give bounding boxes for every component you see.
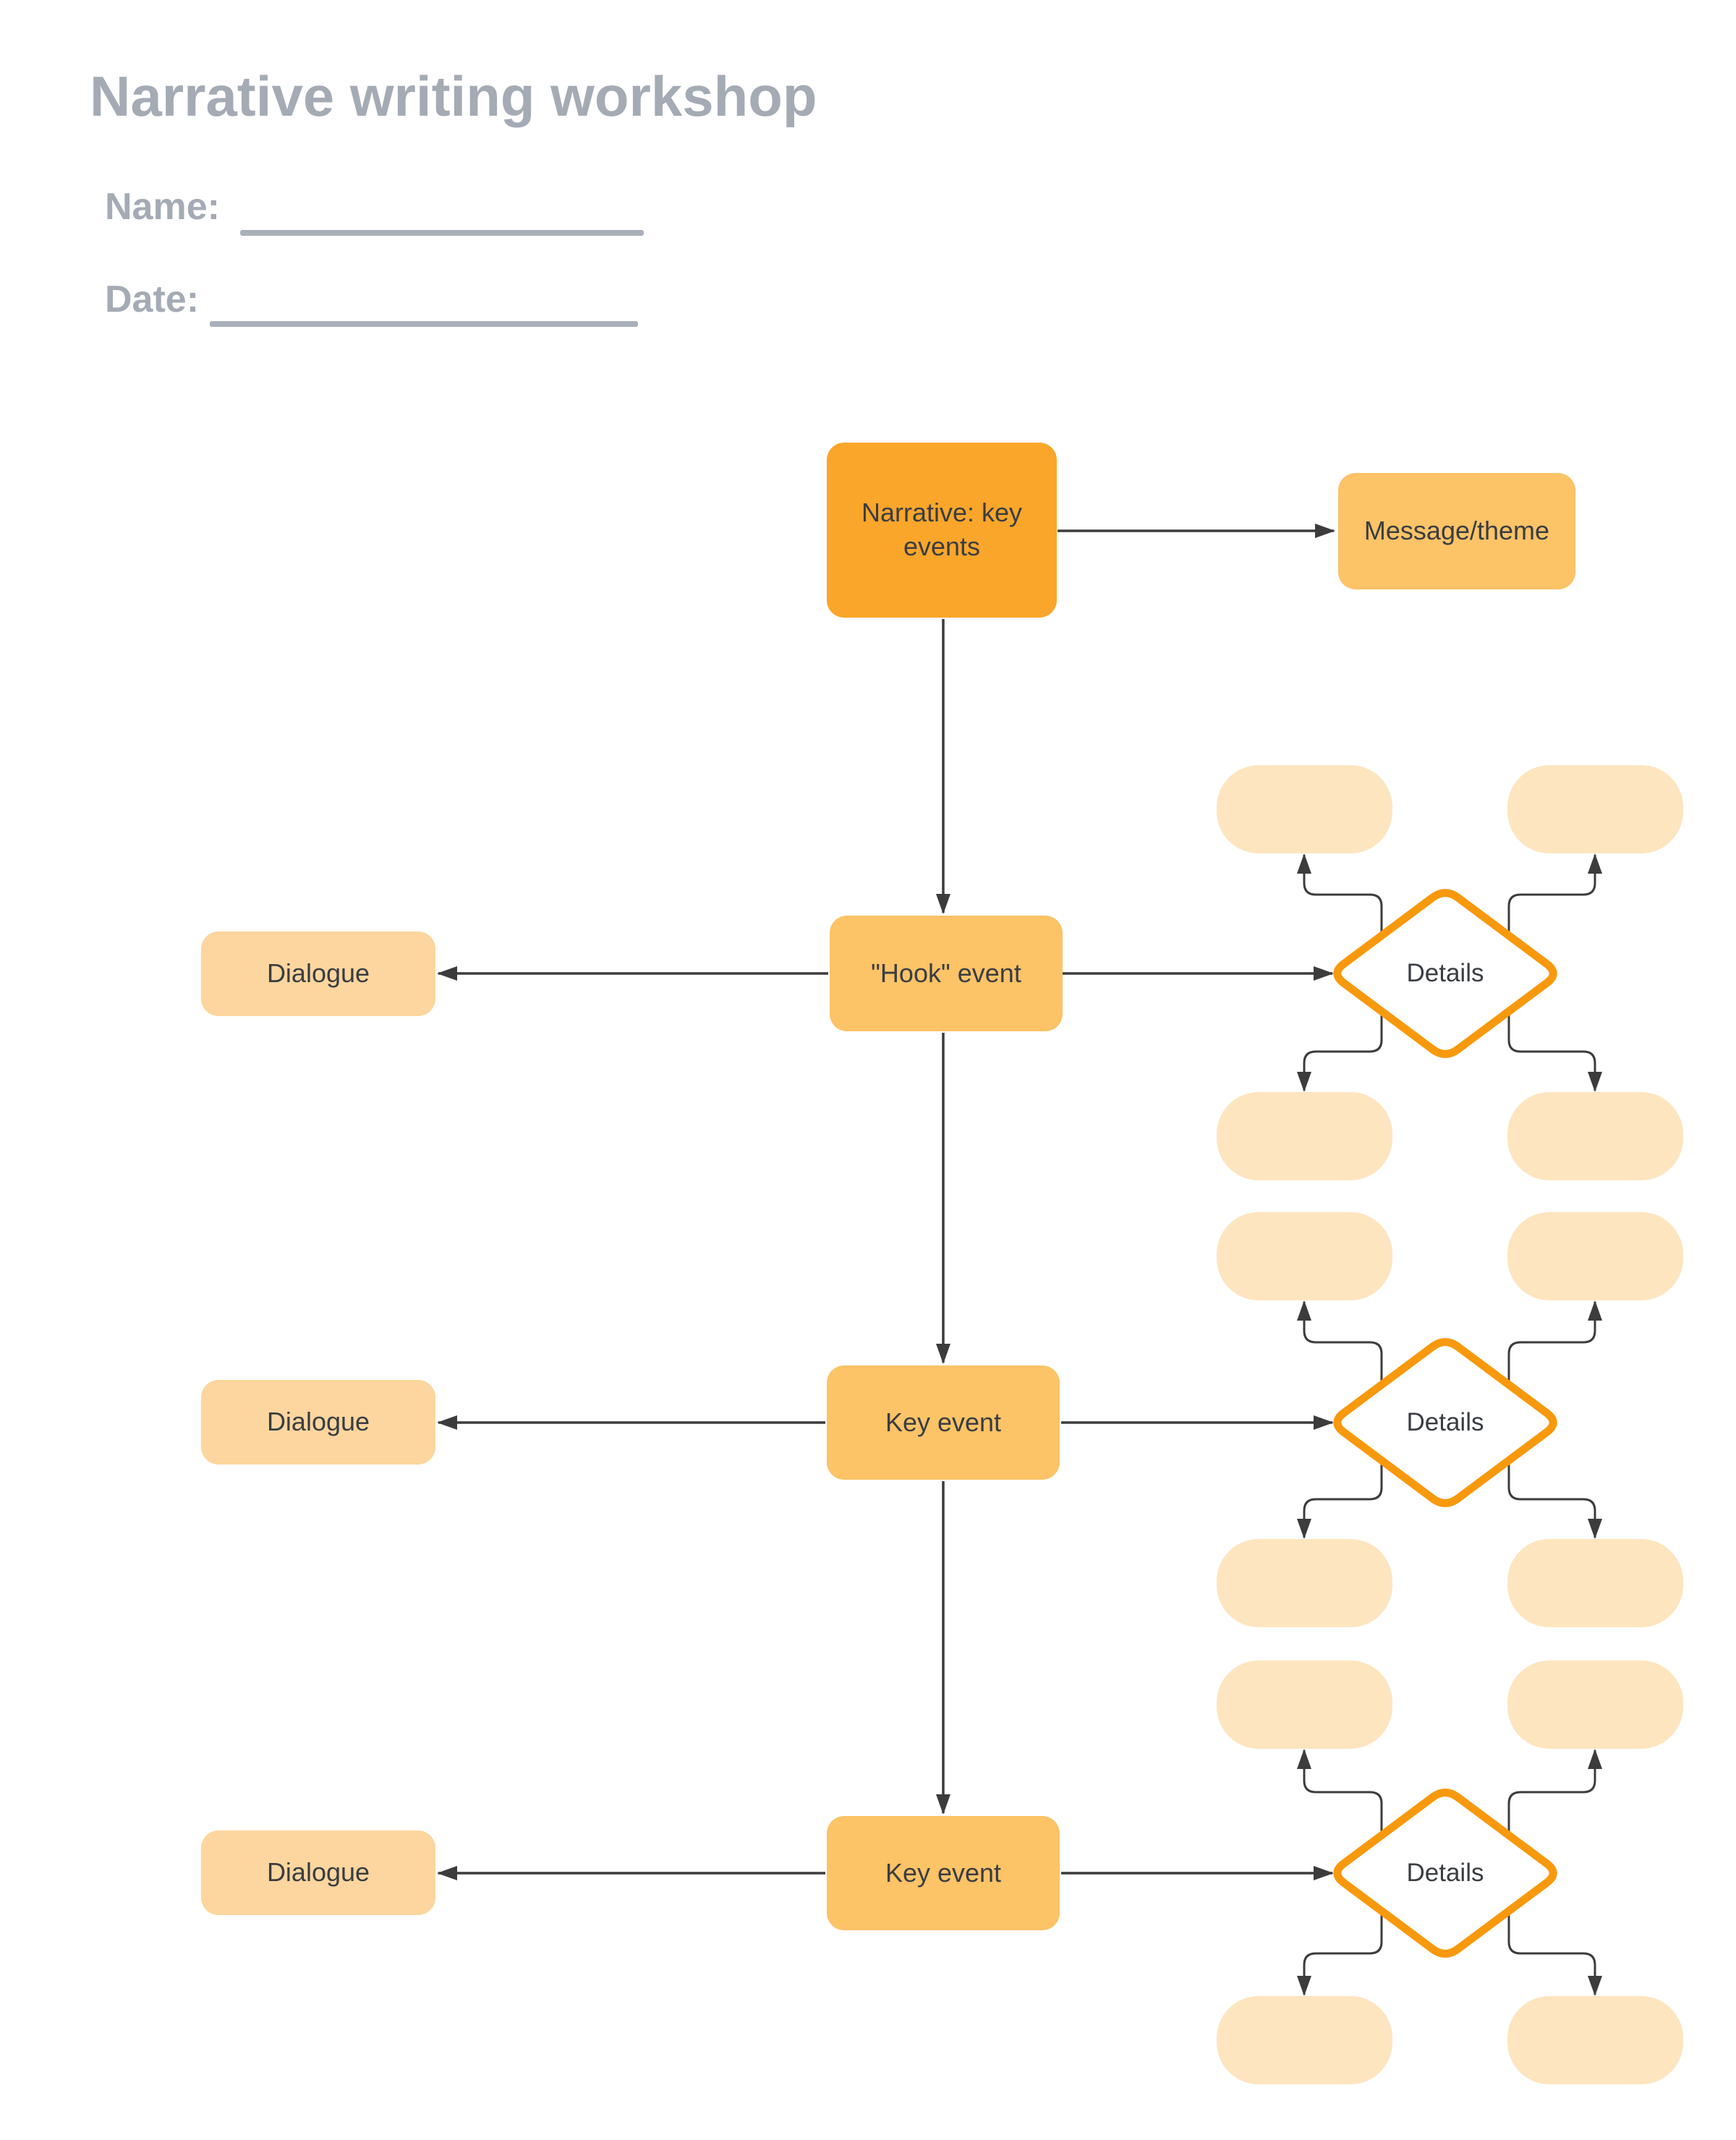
- node-dialogue-1-label: Dialogue: [266, 958, 370, 989]
- details2-pill-bottom-left[interactable]: [1217, 1539, 1392, 1627]
- node-key-event-3[interactable]: Key event: [827, 1816, 1060, 1930]
- node-details-diamond-1[interactable]: Details: [1326, 883, 1565, 1064]
- node-dialogue-3[interactable]: Dialogue: [201, 1830, 435, 1915]
- details1-pill-top-right[interactable]: [1507, 765, 1683, 853]
- date-input-line[interactable]: [210, 321, 638, 327]
- node-message-theme[interactable]: Message/theme: [1338, 473, 1575, 589]
- node-message-label: Message/theme: [1363, 516, 1550, 546]
- details3-pill-top-left[interactable]: [1217, 1661, 1392, 1749]
- node-dialogue-2-label: Dialogue: [266, 1407, 370, 1437]
- node-key-event-3-label: Key event: [885, 1857, 1002, 1888]
- details-2-label: Details: [1406, 1408, 1484, 1436]
- details-3-label: Details: [1406, 1859, 1484, 1887]
- node-hook-label: "Hook" event: [871, 958, 1021, 988]
- details2-pill-top-right[interactable]: [1507, 1212, 1683, 1300]
- name-label: Name:: [105, 186, 220, 228]
- node-hook-event[interactable]: "Hook" event: [830, 916, 1063, 1031]
- details1-pill-top-left[interactable]: [1217, 765, 1392, 853]
- diamond-shape-2: [1333, 1338, 1557, 1507]
- diamond-shape-3: [1333, 1789, 1557, 1958]
- node-narrative-key-events[interactable]: Narrative: key events: [827, 443, 1057, 618]
- node-details-diamond-3[interactable]: Details: [1326, 1783, 1565, 1964]
- details2-pill-bottom-right[interactable]: [1507, 1539, 1683, 1627]
- node-narrative-label: Narrative: key events: [861, 498, 1023, 561]
- node-dialogue-1[interactable]: Dialogue: [201, 932, 435, 1016]
- node-dialogue-2[interactable]: Dialogue: [201, 1380, 435, 1465]
- details3-pill-bottom-left[interactable]: [1217, 1996, 1392, 2084]
- node-details-diamond-2[interactable]: Details: [1326, 1332, 1565, 1513]
- details1-pill-bottom-left[interactable]: [1217, 1092, 1392, 1180]
- details3-pill-bottom-right[interactable]: [1507, 1996, 1683, 2084]
- details2-pill-top-left[interactable]: [1217, 1212, 1392, 1300]
- details-1-label: Details: [1406, 959, 1484, 987]
- node-key-event-2[interactable]: Key event: [827, 1365, 1060, 1480]
- node-key-event-2-label: Key event: [885, 1407, 1002, 1437]
- details3-pill-top-right[interactable]: [1507, 1661, 1683, 1749]
- page-title: Narrative writing workshop: [90, 64, 817, 128]
- diamond-shape-1: [1333, 889, 1557, 1058]
- date-label: Date:: [105, 278, 200, 320]
- node-dialogue-3-label: Dialogue: [266, 1857, 370, 1888]
- name-input-line[interactable]: [240, 230, 644, 236]
- details1-pill-bottom-right[interactable]: [1507, 1092, 1683, 1180]
